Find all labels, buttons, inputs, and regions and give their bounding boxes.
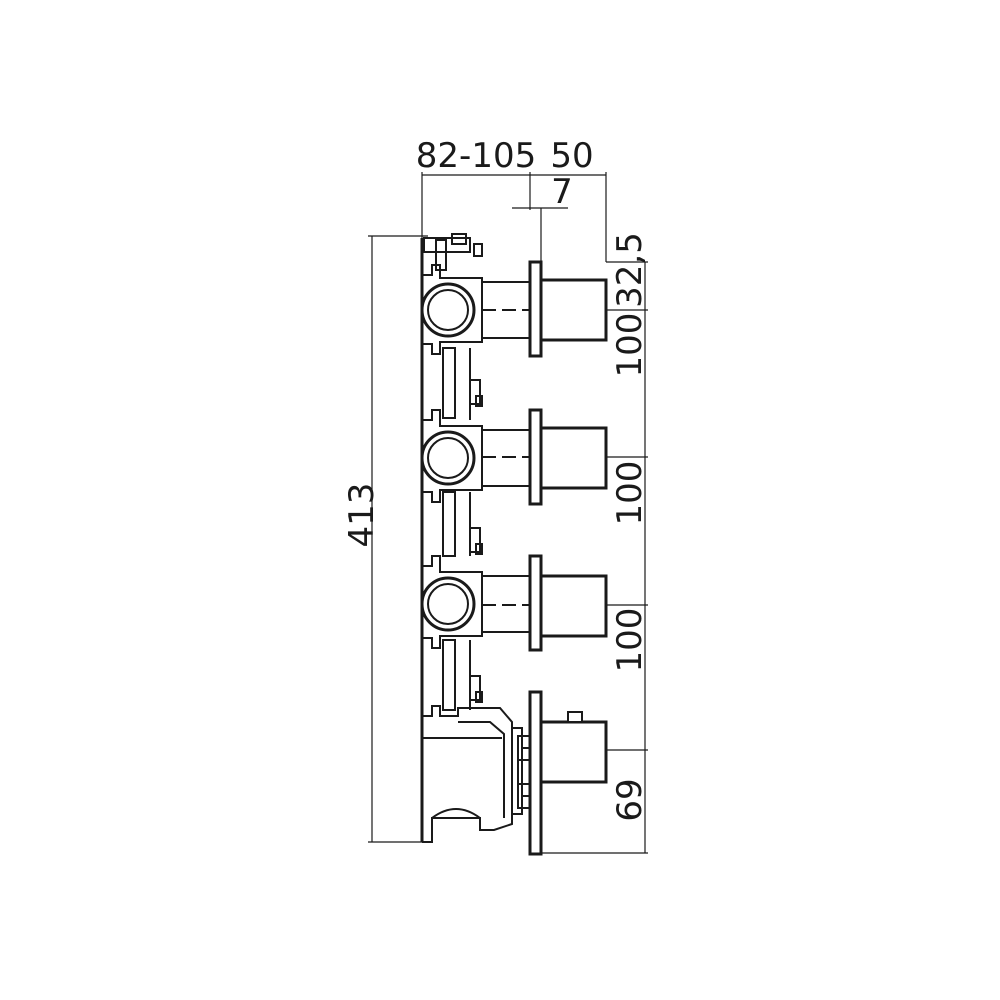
dim-plate-thickness: 7 — [551, 172, 573, 212]
dim-pitch-1: 100 — [610, 313, 650, 378]
valve-module-3 — [420, 555, 530, 649]
dim-bottom-offset: 69 — [610, 778, 650, 821]
handle-2 — [528, 408, 608, 506]
dim-total-height: 413 — [342, 483, 382, 548]
dim-pitch-2: 100 — [610, 461, 650, 526]
thermostatic-cartridge — [422, 705, 531, 843]
dim-handle-depth: 50 — [550, 136, 593, 176]
dimension-lines — [368, 172, 648, 854]
dim-top-offset: 32,5 — [610, 232, 650, 308]
handle-thermostat — [528, 690, 608, 856]
dim-pitch-3: 100 — [610, 608, 650, 673]
handle-3 — [528, 554, 608, 652]
dim-depth-range: 82-105 — [416, 136, 536, 176]
valve-module-1 — [420, 264, 530, 355]
handle-1 — [528, 260, 608, 358]
valve-body — [420, 233, 483, 842]
valve-module-2 — [420, 409, 530, 503]
